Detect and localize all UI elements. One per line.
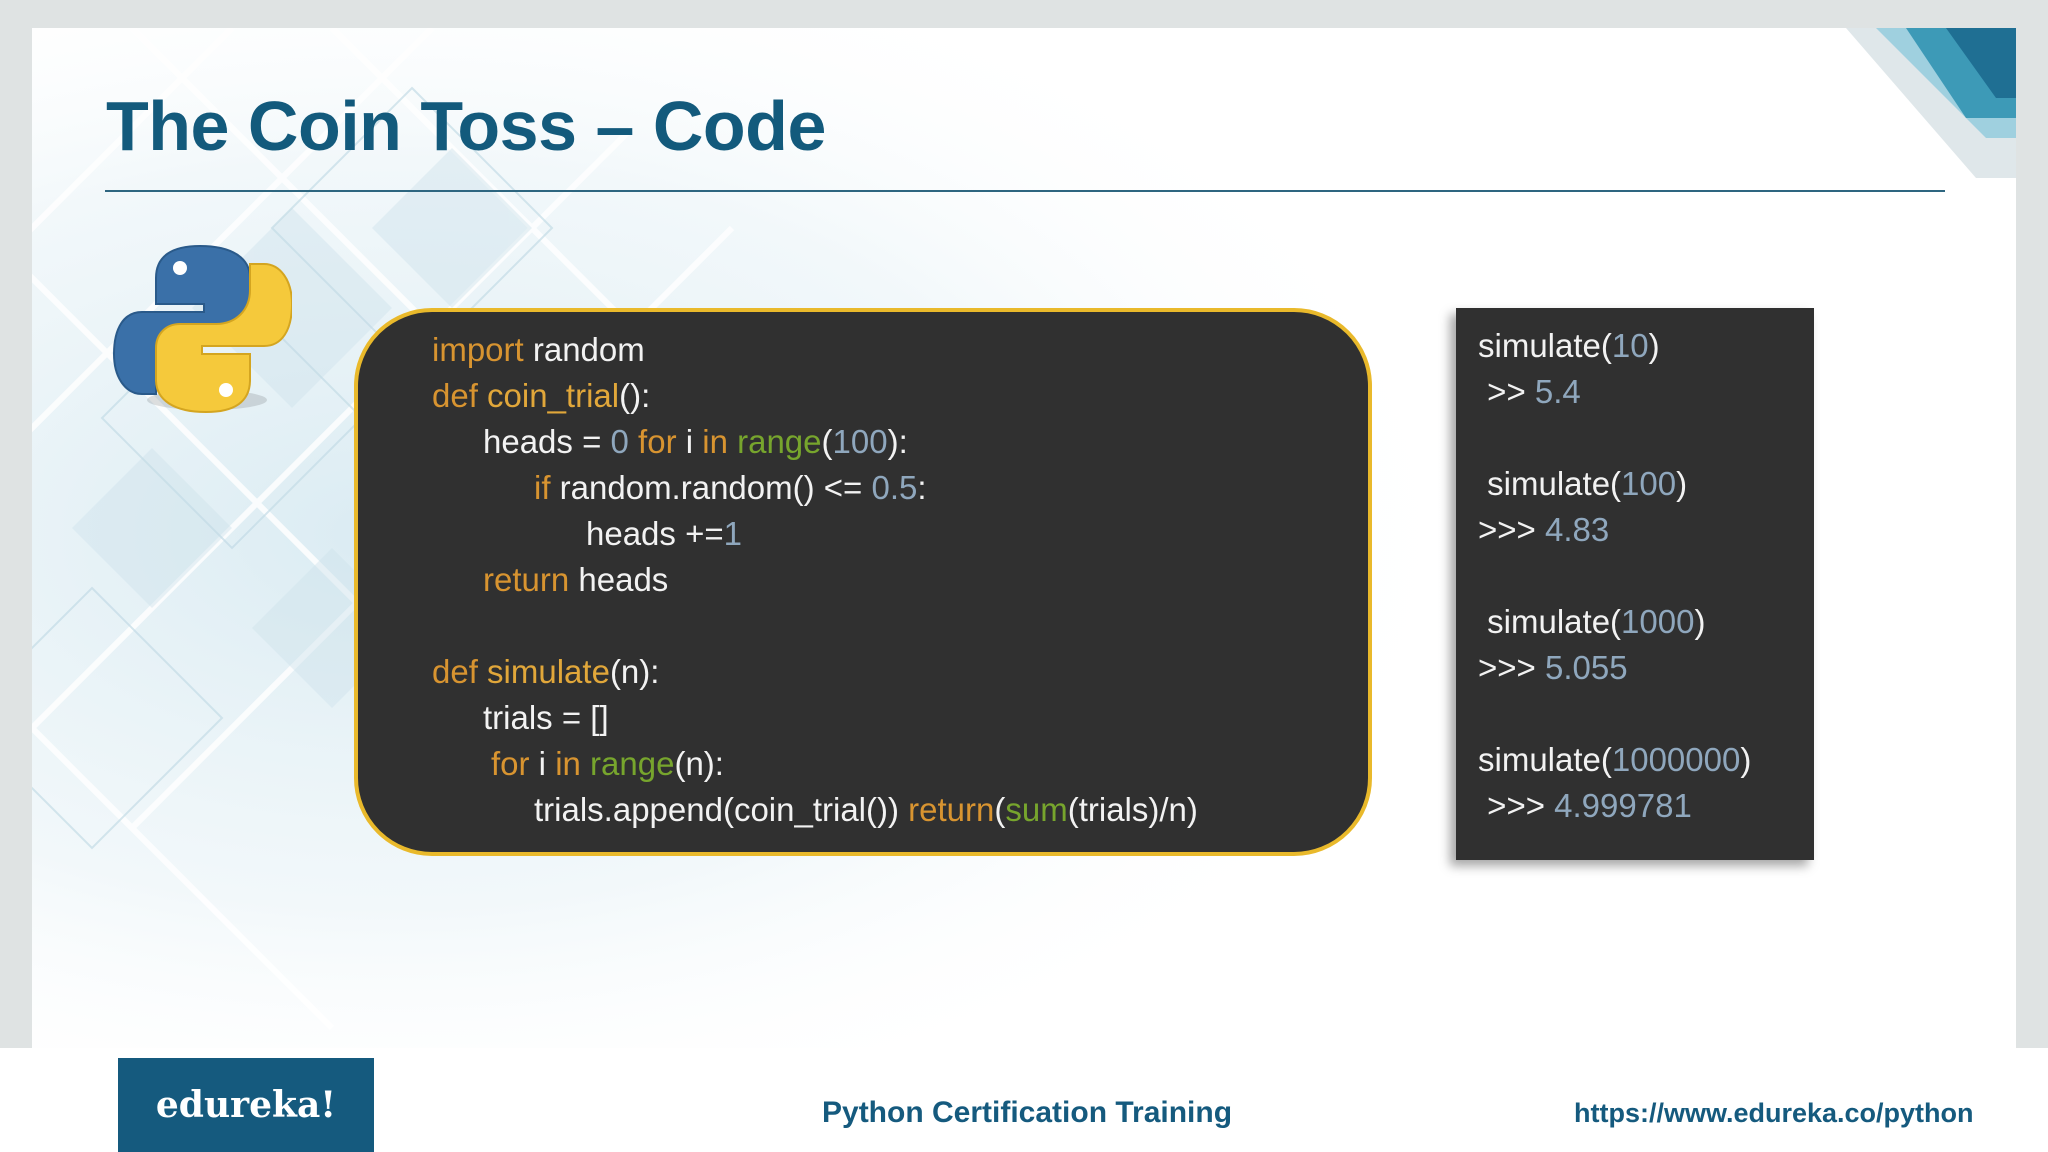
code-panel: import random def coin_trial(): heads = …: [354, 308, 1372, 856]
code-line-heads-loop: heads = 0 for i in range(100):: [483, 423, 908, 460]
code-line-for-range-n: for i in range(n):: [491, 745, 724, 782]
code-line-heads-increment: heads +=1: [586, 515, 742, 552]
output-result-1000: >>> 5.055: [1478, 649, 1628, 686]
code-line-def-simulate: def simulate(n):: [432, 653, 660, 690]
footer-url-link[interactable]: https://www.edureka.co/python: [1574, 1098, 1974, 1128]
code-line-import: import random: [432, 331, 645, 368]
code-line-if-random: if random.random() <= 0.5:: [534, 469, 927, 506]
output-call-1000: simulate(1000): [1478, 603, 1706, 640]
output-call-1000000: simulate(1000000): [1478, 741, 1752, 778]
output-result-1000000: >>> 4.999781: [1478, 787, 1692, 824]
output-panel: simulate(10) >> 5.4 simulate(100) >>> 4.…: [1456, 308, 1814, 860]
slide-title: The Coin Toss – Code: [106, 87, 826, 165]
logo-text: edureka!: [155, 1084, 337, 1126]
corner-decoration: [1846, 28, 2016, 178]
slide: The Coin Toss – Code import random def c…: [32, 28, 2016, 1152]
output-result-10: >> 5.4: [1478, 373, 1581, 410]
footer-course-title: Python Certification Training: [822, 1096, 1233, 1129]
code-line-def-coin-trial: def coin_trial():: [432, 377, 651, 414]
code-line-append-return: trials.append(coin_trial()) return(sum(t…: [534, 791, 1198, 828]
edureka-logo: edureka!: [118, 1058, 374, 1152]
output-call-100: simulate(100): [1478, 465, 1688, 502]
code-line-return-heads: return heads: [483, 561, 669, 598]
code-line-trials-init: trials = []: [483, 699, 609, 736]
python-logo-icon: [112, 244, 292, 414]
output-result-100: >>> 4.83: [1478, 511, 1610, 548]
output-call-10: simulate(10): [1478, 327, 1660, 364]
title-divider: [105, 190, 1945, 192]
